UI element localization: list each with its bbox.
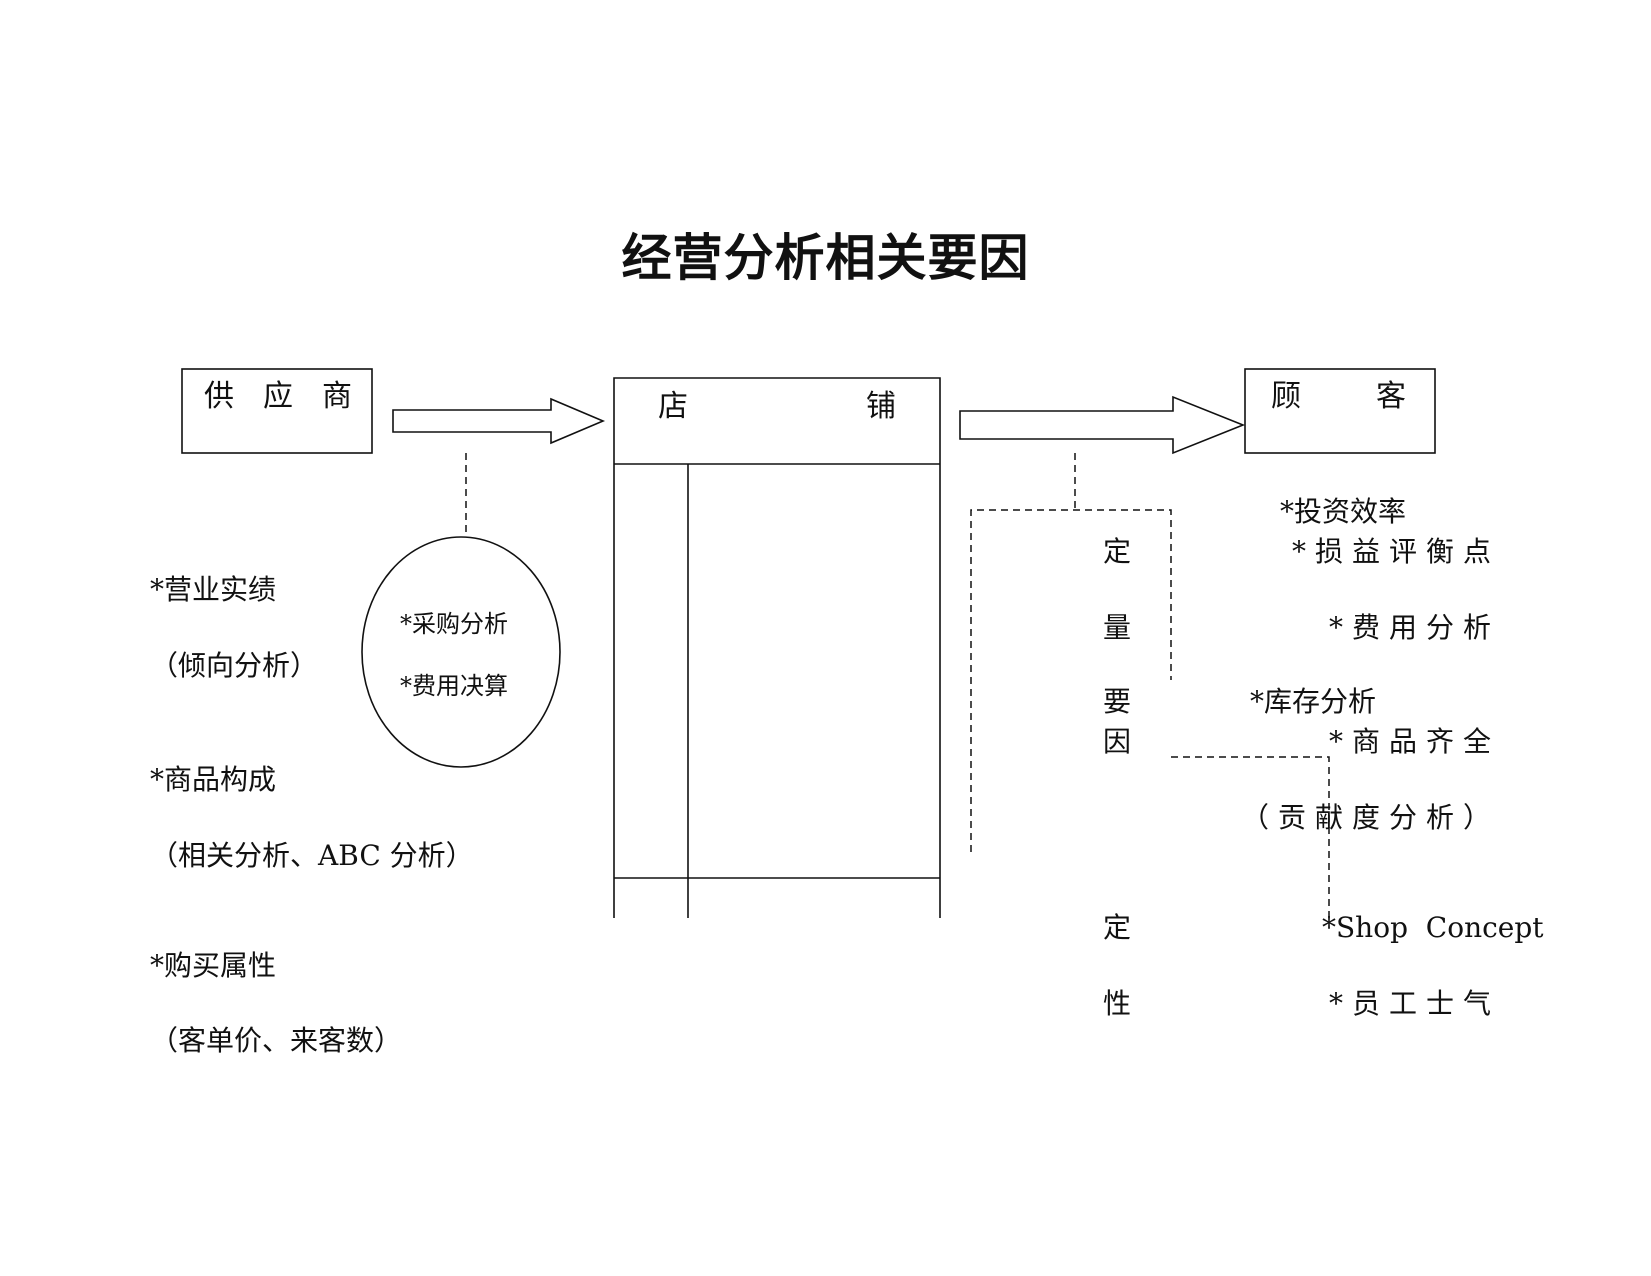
quantitative-label-char-4: 因: [1103, 725, 1132, 758]
store-char-1: 店: [658, 389, 688, 424]
supplier-char-1: 供: [204, 379, 234, 414]
factor-product-mix: *商品构成: [150, 763, 277, 796]
supplier-char-3: 商: [322, 379, 352, 414]
item-investment-efficiency: *投资效率: [1280, 495, 1407, 528]
dashed-link-qualitative: [1171, 756, 1330, 920]
supplier-box: [181, 368, 373, 454]
customer-char-2: 客: [1376, 379, 1406, 414]
item-break-even-point: *损益评衡点: [1291, 535, 1500, 568]
store-box: [613, 377, 941, 918]
factor-sales-performance-detail: （倾向分析）: [150, 649, 319, 682]
customer-char-1: 顾: [1271, 379, 1301, 414]
dashed-bracket-quantitative: [970, 453, 1172, 852]
item-shop-concept: *Shop Concept: [1322, 911, 1544, 944]
item-inventory-analysis: *库存分析: [1250, 685, 1377, 718]
supplier-analysis-oval: [361, 536, 561, 768]
oval-item-expense-settlement: *费用决算: [400, 672, 508, 700]
factor-product-mix-detail: （相关分析、ABC 分析）: [150, 839, 474, 872]
quantitative-label-char-1: 定: [1103, 535, 1132, 568]
arrow-supplier-to-store: [392, 397, 606, 445]
factor-sales-performance: *营业实绩: [150, 573, 277, 606]
quantitative-label-char-3: 要: [1103, 685, 1132, 718]
oval-item-purchase-analysis: *采购分析: [400, 610, 508, 638]
item-staff-morale: *员工士气: [1328, 987, 1500, 1020]
item-assortment-completeness: *商品齐全: [1328, 725, 1500, 758]
item-contribution-analysis: （贡献度分析）: [1240, 801, 1500, 834]
quantitative-label-char-2: 量: [1103, 611, 1132, 644]
customer-box: [1244, 368, 1436, 454]
diagram-title: 经营分析相关要因: [621, 229, 1030, 287]
item-expense-analysis: *费用分析: [1328, 611, 1500, 644]
factor-purchase-attributes-detail: （客单价、来客数）: [150, 1024, 403, 1057]
factor-purchase-attributes: *购买属性: [150, 949, 277, 982]
qualitative-label-char-2: 性: [1103, 987, 1132, 1020]
qualitative-label-char-1: 定: [1103, 911, 1132, 944]
arrow-store-to-customer: [959, 395, 1246, 455]
store-char-2: 铺: [866, 389, 896, 424]
supplier-char-2: 应: [263, 379, 293, 414]
